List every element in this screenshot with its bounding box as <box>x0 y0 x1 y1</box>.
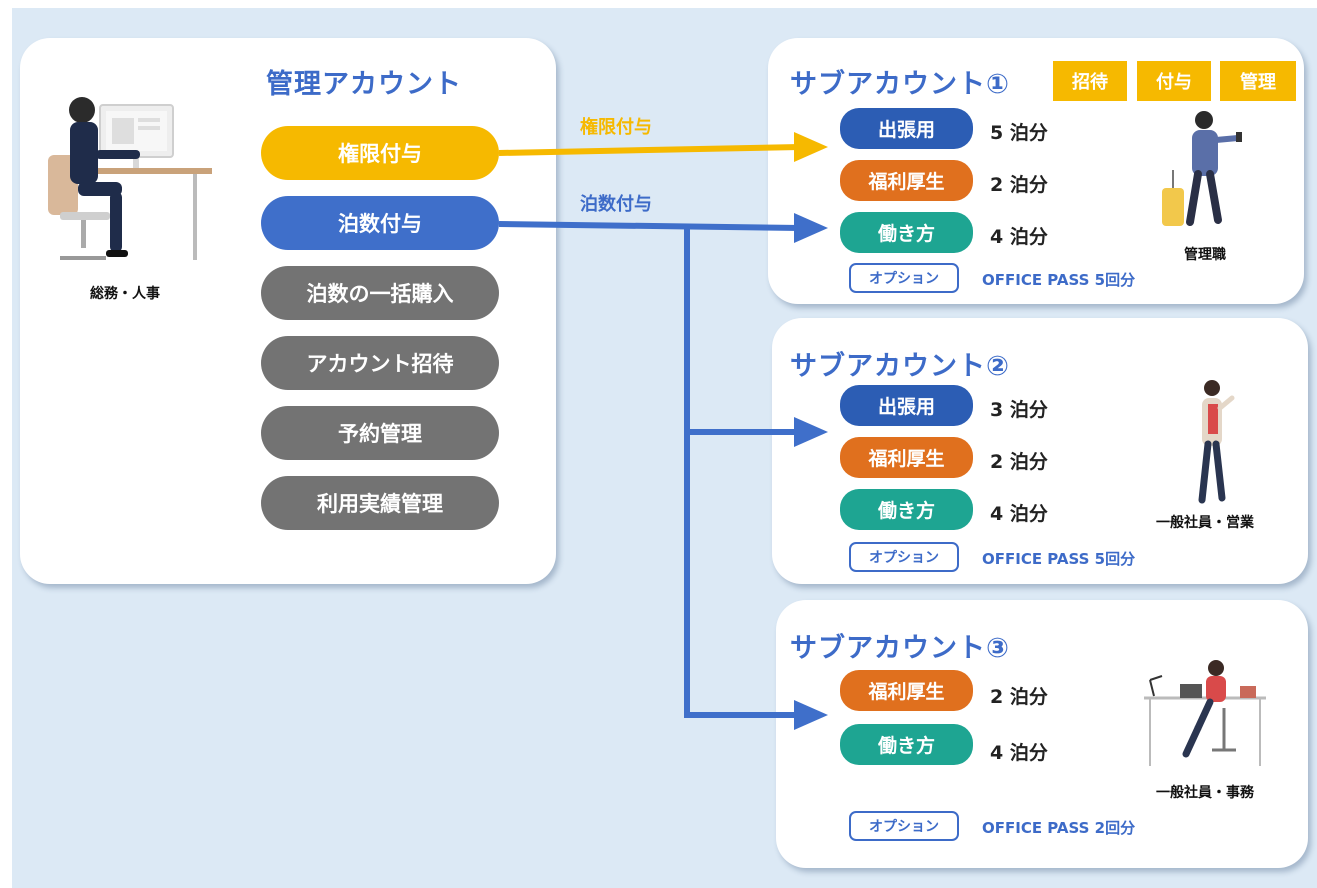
invite-permission-badge: 招待 <box>1053 61 1127 101</box>
workstyle-tag: 働き方 <box>840 724 973 765</box>
reservation-management-button[interactable]: 予約管理 <box>261 406 499 460</box>
nights-count: 5 泊分 <box>990 122 1048 144</box>
sub-account-2-title: サブアカウント② <box>790 351 1010 382</box>
manager-traveler-illustration <box>1162 111 1242 226</box>
admin-role-label: 総務・人事 <box>90 286 160 302</box>
welfare-tag: 福利厚生 <box>840 160 973 201</box>
usage-management-button[interactable]: 利用実績管理 <box>261 476 499 530</box>
sub-account-1-title: サブアカウント① <box>790 69 1010 100</box>
invite-account-button[interactable]: アカウント招待 <box>261 336 499 390</box>
admin-account-title: 管理アカウント <box>266 69 462 100</box>
nights-count: 3 泊分 <box>990 399 1048 421</box>
sales-employee-illustration <box>1198 380 1235 504</box>
workstyle-tag: 働き方 <box>840 489 973 530</box>
office-employee-illustration <box>1144 660 1266 766</box>
sub-account-3-title: サブアカウント③ <box>790 633 1010 664</box>
manager-role-label: 管理職 <box>1184 247 1226 263</box>
sales-role-label: 一般社員・営業 <box>1156 515 1254 531</box>
option-badge: オプション <box>849 542 959 572</box>
nights-count: 2 泊分 <box>990 174 1048 196</box>
nights-arrow-label: 泊数付与 <box>580 194 652 215</box>
nights-count: 4 泊分 <box>990 503 1048 525</box>
nights-count: 2 泊分 <box>990 686 1048 708</box>
bulk-purchase-button[interactable]: 泊数の一括購入 <box>261 266 499 320</box>
permission-arrow-label: 権限付与 <box>580 117 652 138</box>
option-text: OFFICE PASS 5回分 <box>982 271 1136 289</box>
nights-count: 4 泊分 <box>990 742 1048 764</box>
business-trip-tag: 出張用 <box>840 108 973 149</box>
workstyle-tag: 働き方 <box>840 212 973 253</box>
option-badge: オプション <box>849 811 959 841</box>
business-trip-tag: 出張用 <box>840 385 973 426</box>
option-text: OFFICE PASS 5回分 <box>982 550 1136 568</box>
grant-nights-button[interactable]: 泊数付与 <box>261 196 499 250</box>
option-badge: オプション <box>849 263 959 293</box>
welfare-tag: 福利厚生 <box>840 437 973 478</box>
option-text: OFFICE PASS 2回分 <box>982 819 1136 837</box>
grant-permission-badge: 付与 <box>1137 61 1211 101</box>
office-role-label: 一般社員・事務 <box>1156 785 1254 801</box>
nights-count: 4 泊分 <box>990 226 1048 248</box>
grant-permission-button[interactable]: 権限付与 <box>261 126 499 180</box>
manage-permission-badge: 管理 <box>1220 61 1296 101</box>
nights-count: 2 泊分 <box>990 451 1048 473</box>
welfare-tag: 福利厚生 <box>840 670 973 711</box>
